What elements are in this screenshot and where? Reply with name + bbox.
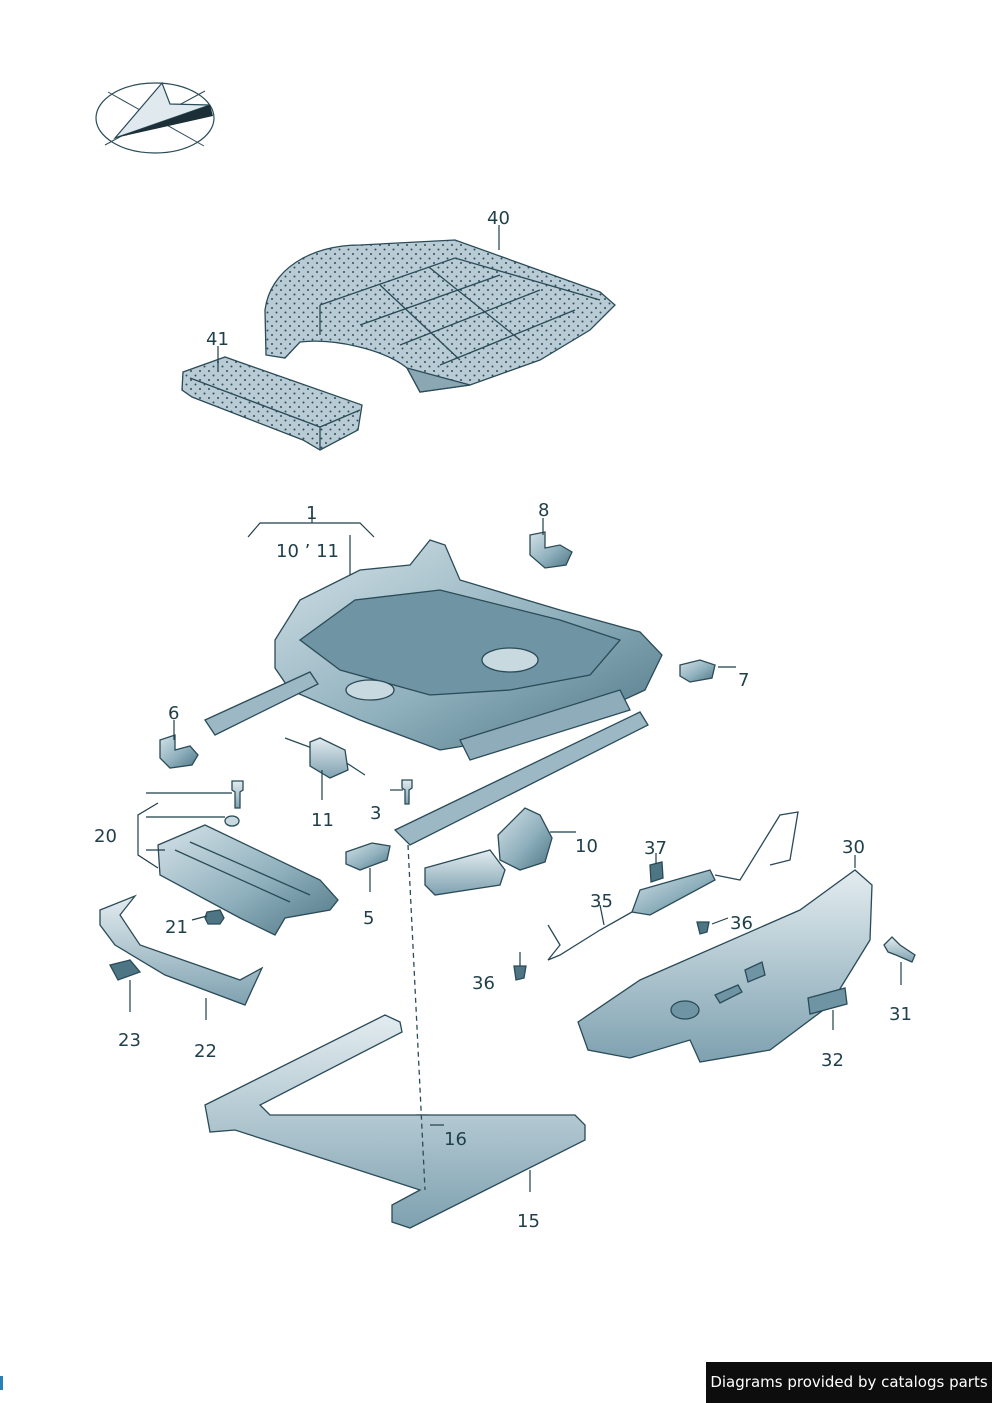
- cap-part-7: [679, 659, 716, 683]
- clip-part-37: [649, 861, 664, 883]
- motor-part-11: [284, 737, 366, 779]
- callout-6: 6: [168, 703, 179, 724]
- callout-labels: 40 41 1 10 ’ 11 8 7 6 20 3 11 10 5 37 30…: [94, 208, 912, 1232]
- screw-part-3: [401, 779, 413, 805]
- callout-11: 11: [311, 810, 334, 831]
- side-trim-part-30: [577, 869, 873, 1063]
- callout-35: 35: [590, 891, 613, 912]
- callout-22: 22: [194, 1041, 217, 1062]
- callout-40: 40: [487, 208, 510, 229]
- attribution-banner: Diagrams provided by catalogs parts: [706, 1362, 992, 1403]
- callout-3: 3: [370, 803, 381, 824]
- callout-36-right: 36: [730, 913, 753, 934]
- callout-20: 20: [94, 826, 117, 847]
- screw-part-36b: [513, 965, 527, 981]
- callout-10: 10: [575, 836, 598, 857]
- bracket-part-6: [159, 734, 199, 769]
- callout-30: 30: [842, 837, 865, 858]
- callout-37: 37: [644, 838, 667, 859]
- callout-31: 31: [889, 1004, 912, 1025]
- motor-part-10: [424, 807, 553, 896]
- pin-part-31: [883, 936, 916, 963]
- leader-lines: [129, 225, 902, 1192]
- callout-41: 41: [206, 329, 229, 350]
- edge-marker: [0, 1376, 3, 1390]
- callout-1: 1: [306, 503, 317, 524]
- clip-part-23: [109, 959, 142, 981]
- screw-part-36a: [696, 921, 710, 935]
- callout-32: 32: [821, 1050, 844, 1071]
- callout-7: 7: [738, 670, 749, 691]
- seat-frame-part: [204, 539, 663, 846]
- nut-part-21: [204, 909, 225, 925]
- callout-15: 15: [517, 1211, 540, 1232]
- plate-assembly-part-20: [157, 780, 339, 936]
- bracket-part-8: [529, 531, 573, 569]
- callout-1-sub: 10 ’ 11: [276, 541, 339, 562]
- callout-36-left: 36: [472, 973, 495, 994]
- callout-8: 8: [538, 500, 549, 521]
- seat-cushion-part: [264, 239, 616, 393]
- callout-16: 16: [444, 1129, 467, 1150]
- callout-21: 21: [165, 917, 188, 938]
- compass-orientation-icon: [95, 81, 215, 154]
- switch-cap-part-32: [807, 987, 848, 1015]
- callout-23: 23: [118, 1030, 141, 1051]
- front-trim-part-22: [99, 894, 264, 1006]
- callout-5: 5: [363, 908, 374, 929]
- front-cushion-part: [181, 356, 363, 451]
- cap-part-5: [345, 842, 391, 871]
- switch-harness-part-35: [547, 811, 799, 961]
- base-rail-part-15: [204, 844, 586, 1229]
